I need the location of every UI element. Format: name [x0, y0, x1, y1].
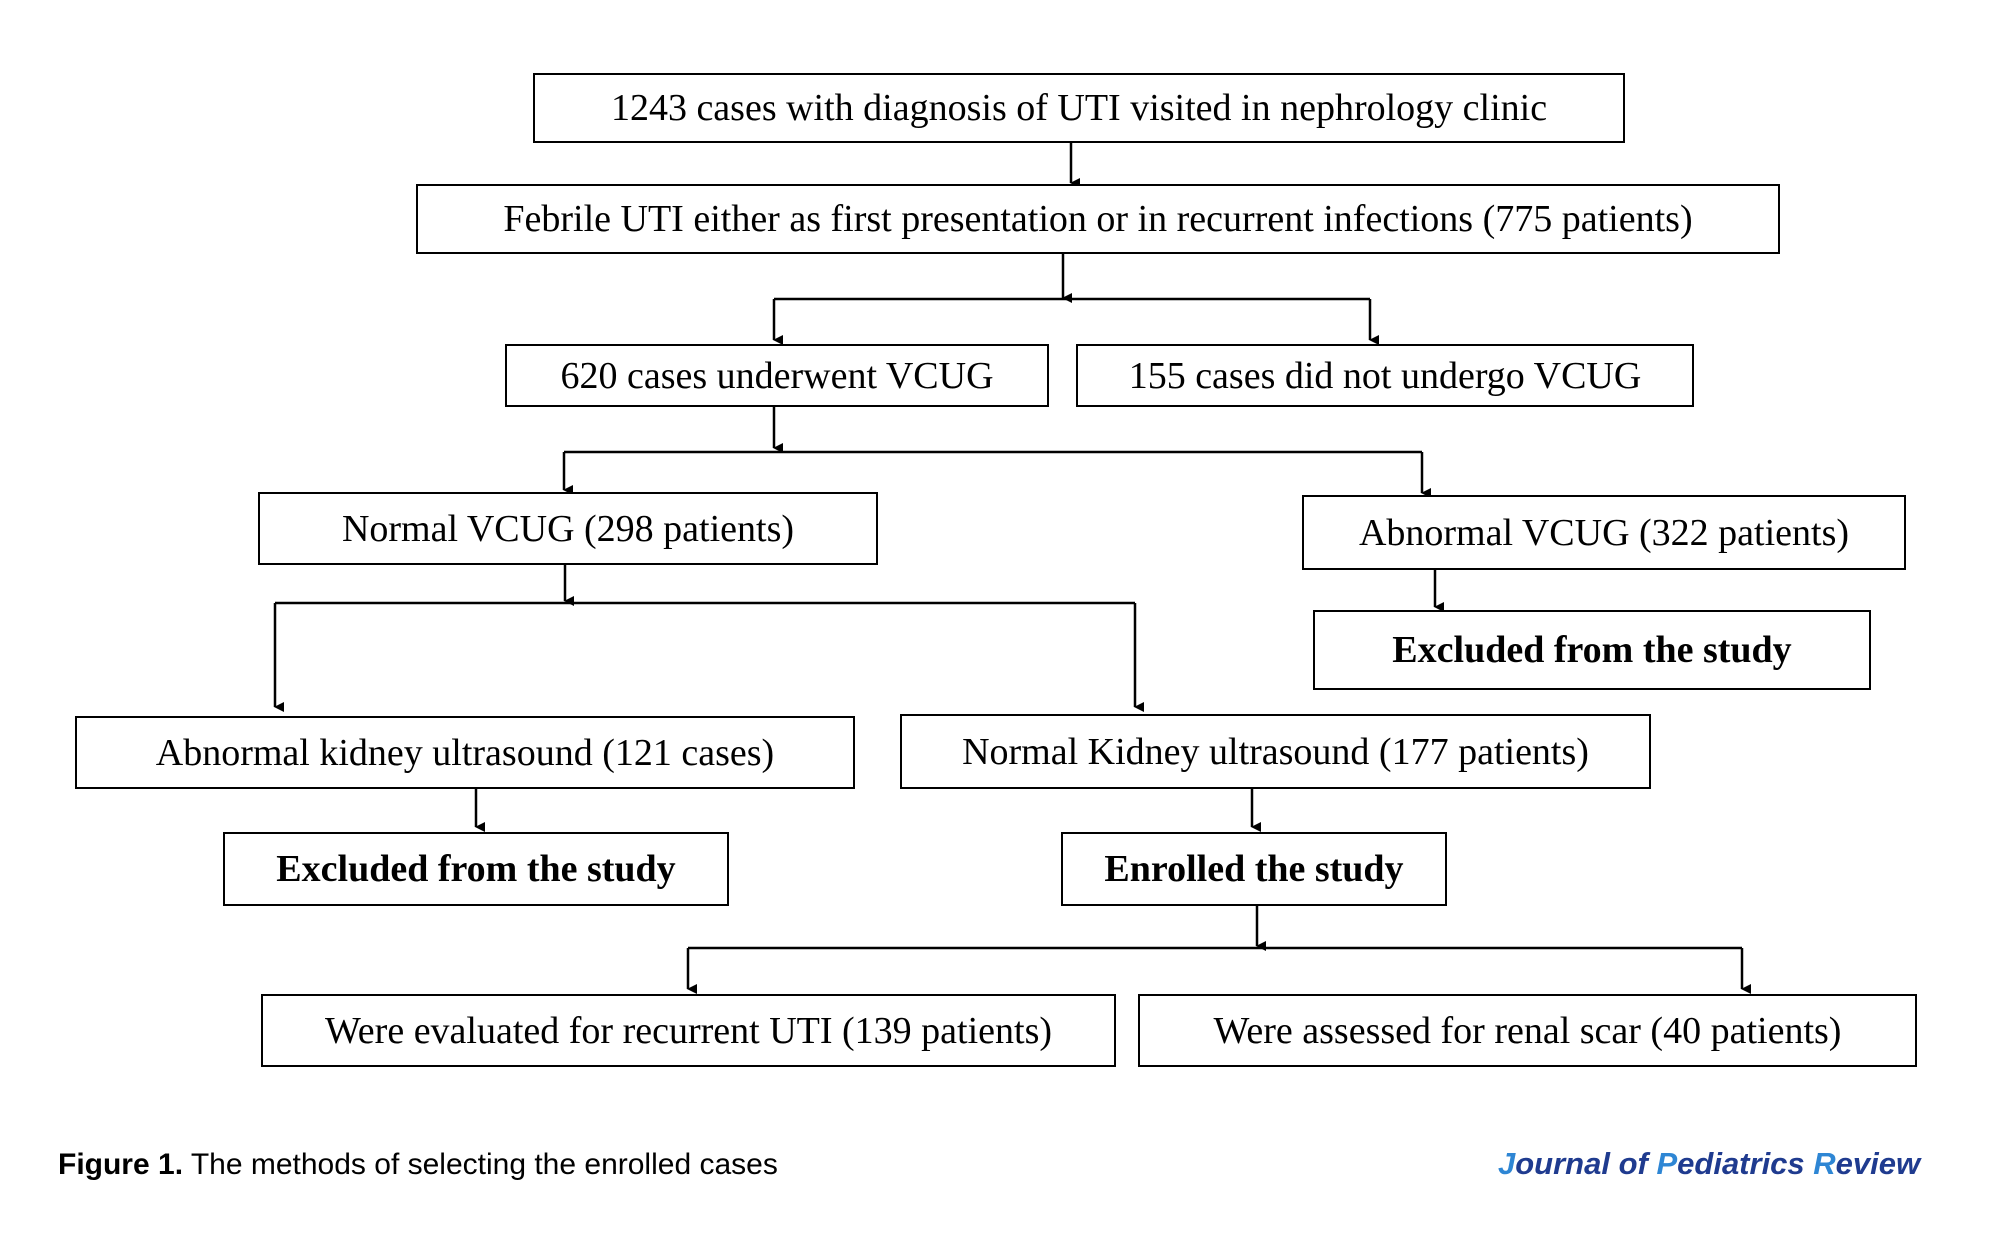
- box-enrolled: Enrolled the study: [1061, 832, 1447, 906]
- box-underwent-vcug: 620 cases underwent VCUG: [505, 344, 1049, 407]
- box-total-cases: 1243 cases with diagnosis of UTI visited…: [533, 73, 1625, 143]
- box-febrile-uti: Febrile UTI either as first presentation…: [416, 184, 1780, 254]
- box-excluded-left: Excluded from the study: [223, 832, 729, 906]
- box-abnormal-vcug: Abnormal VCUG (322 patients): [1302, 495, 1906, 570]
- journal-logo: Journal of Pediatrics Review: [1498, 1146, 1921, 1181]
- box-normal-vcug: Normal VCUG (298 patients): [258, 492, 878, 565]
- box-no-vcug: 155 cases did not undergo VCUG: [1076, 344, 1694, 407]
- box-excluded-right: Excluded from the study: [1313, 610, 1871, 690]
- box-normal-ultrasound: Normal Kidney ultrasound (177 patients): [900, 714, 1651, 789]
- box-recurrent-uti: Were evaluated for recurrent UTI (139 pa…: [261, 994, 1116, 1067]
- figure-caption-text: The methods of selecting the enrolled ca…: [190, 1148, 778, 1181]
- box-abnormal-ultrasound: Abnormal kidney ultrasound (121 cases): [75, 716, 855, 789]
- figure-caption: Figure 1. The methods of selecting the e…: [58, 1148, 778, 1182]
- box-renal-scar: Were assessed for renal scar (40 patient…: [1138, 994, 1917, 1067]
- figure-caption-label: Figure 1.: [58, 1148, 184, 1181]
